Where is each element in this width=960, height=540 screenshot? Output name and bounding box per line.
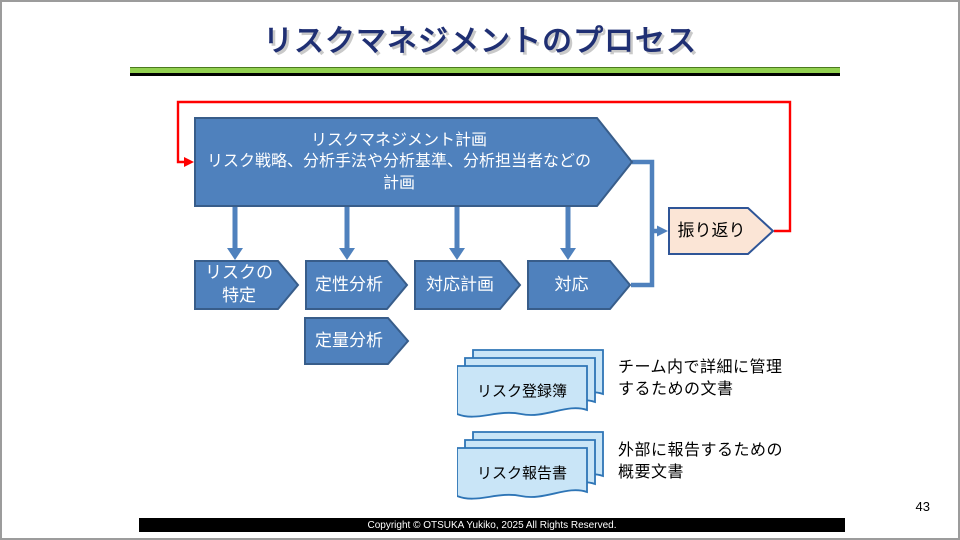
risk-report-doc: リスク報告書 (456, 431, 607, 513)
down-arrow-4 (560, 207, 576, 260)
feedback-loop-arrow (176, 100, 792, 233)
down-arrow-2 (339, 207, 355, 260)
plan-step-label: リスクマネジメント計画 リスク戦略、分析手法や分析基準、分析担当者などの 計画 (206, 131, 591, 192)
step-identify-label: リスクの 特定 (205, 263, 273, 305)
step-response-shape: 対応 (527, 260, 632, 310)
risk-report-description: 外部に報告するための 概要文書 (618, 442, 784, 482)
review-step-label: 振り返り (677, 220, 746, 240)
document-stack-icon (456, 431, 604, 500)
risk-register-label: リスク登録簿 (476, 382, 567, 400)
down-arrow-1 (227, 207, 243, 260)
step-response-plan-shape: 対応計画 (414, 260, 522, 310)
slide-title: リスクマネジメントのプロセス (263, 25, 697, 58)
risk-report-label: リスク報告書 (476, 464, 567, 482)
document-stack-icon (456, 349, 604, 418)
down-arrows (227, 207, 576, 260)
step-qualitative-shape: 定性分析 (305, 260, 409, 310)
plan-step-shape: リスクマネジメント計画 リスク戦略、分析手法や分析基準、分析担当者などの 計画 (194, 117, 634, 207)
review-connector (631, 159, 668, 288)
risk-register-doc: リスク登録簿 (456, 349, 607, 431)
step-quantitative-label: 定量分析 (315, 330, 383, 350)
step-response-plan-label: 対応計画 (426, 274, 494, 294)
step-response-label: 対応 (554, 274, 589, 294)
down-arrow-3 (449, 207, 465, 260)
review-step-shape: 振り返り (668, 207, 775, 255)
page-number: 43 (915, 499, 930, 514)
title-underline (130, 67, 840, 76)
step-identify-shape: リスクの 特定 (194, 260, 300, 310)
step-qualitative-label: 定性分析 (315, 274, 383, 294)
risk-register-description: チーム内で詳細に管理 するための文書 (618, 359, 783, 399)
step-quantitative-shape: 定量分析 (304, 317, 410, 365)
footer-copyright: Copyright © OTSUKA Yukiko, 2025 All Righ… (139, 518, 845, 532)
